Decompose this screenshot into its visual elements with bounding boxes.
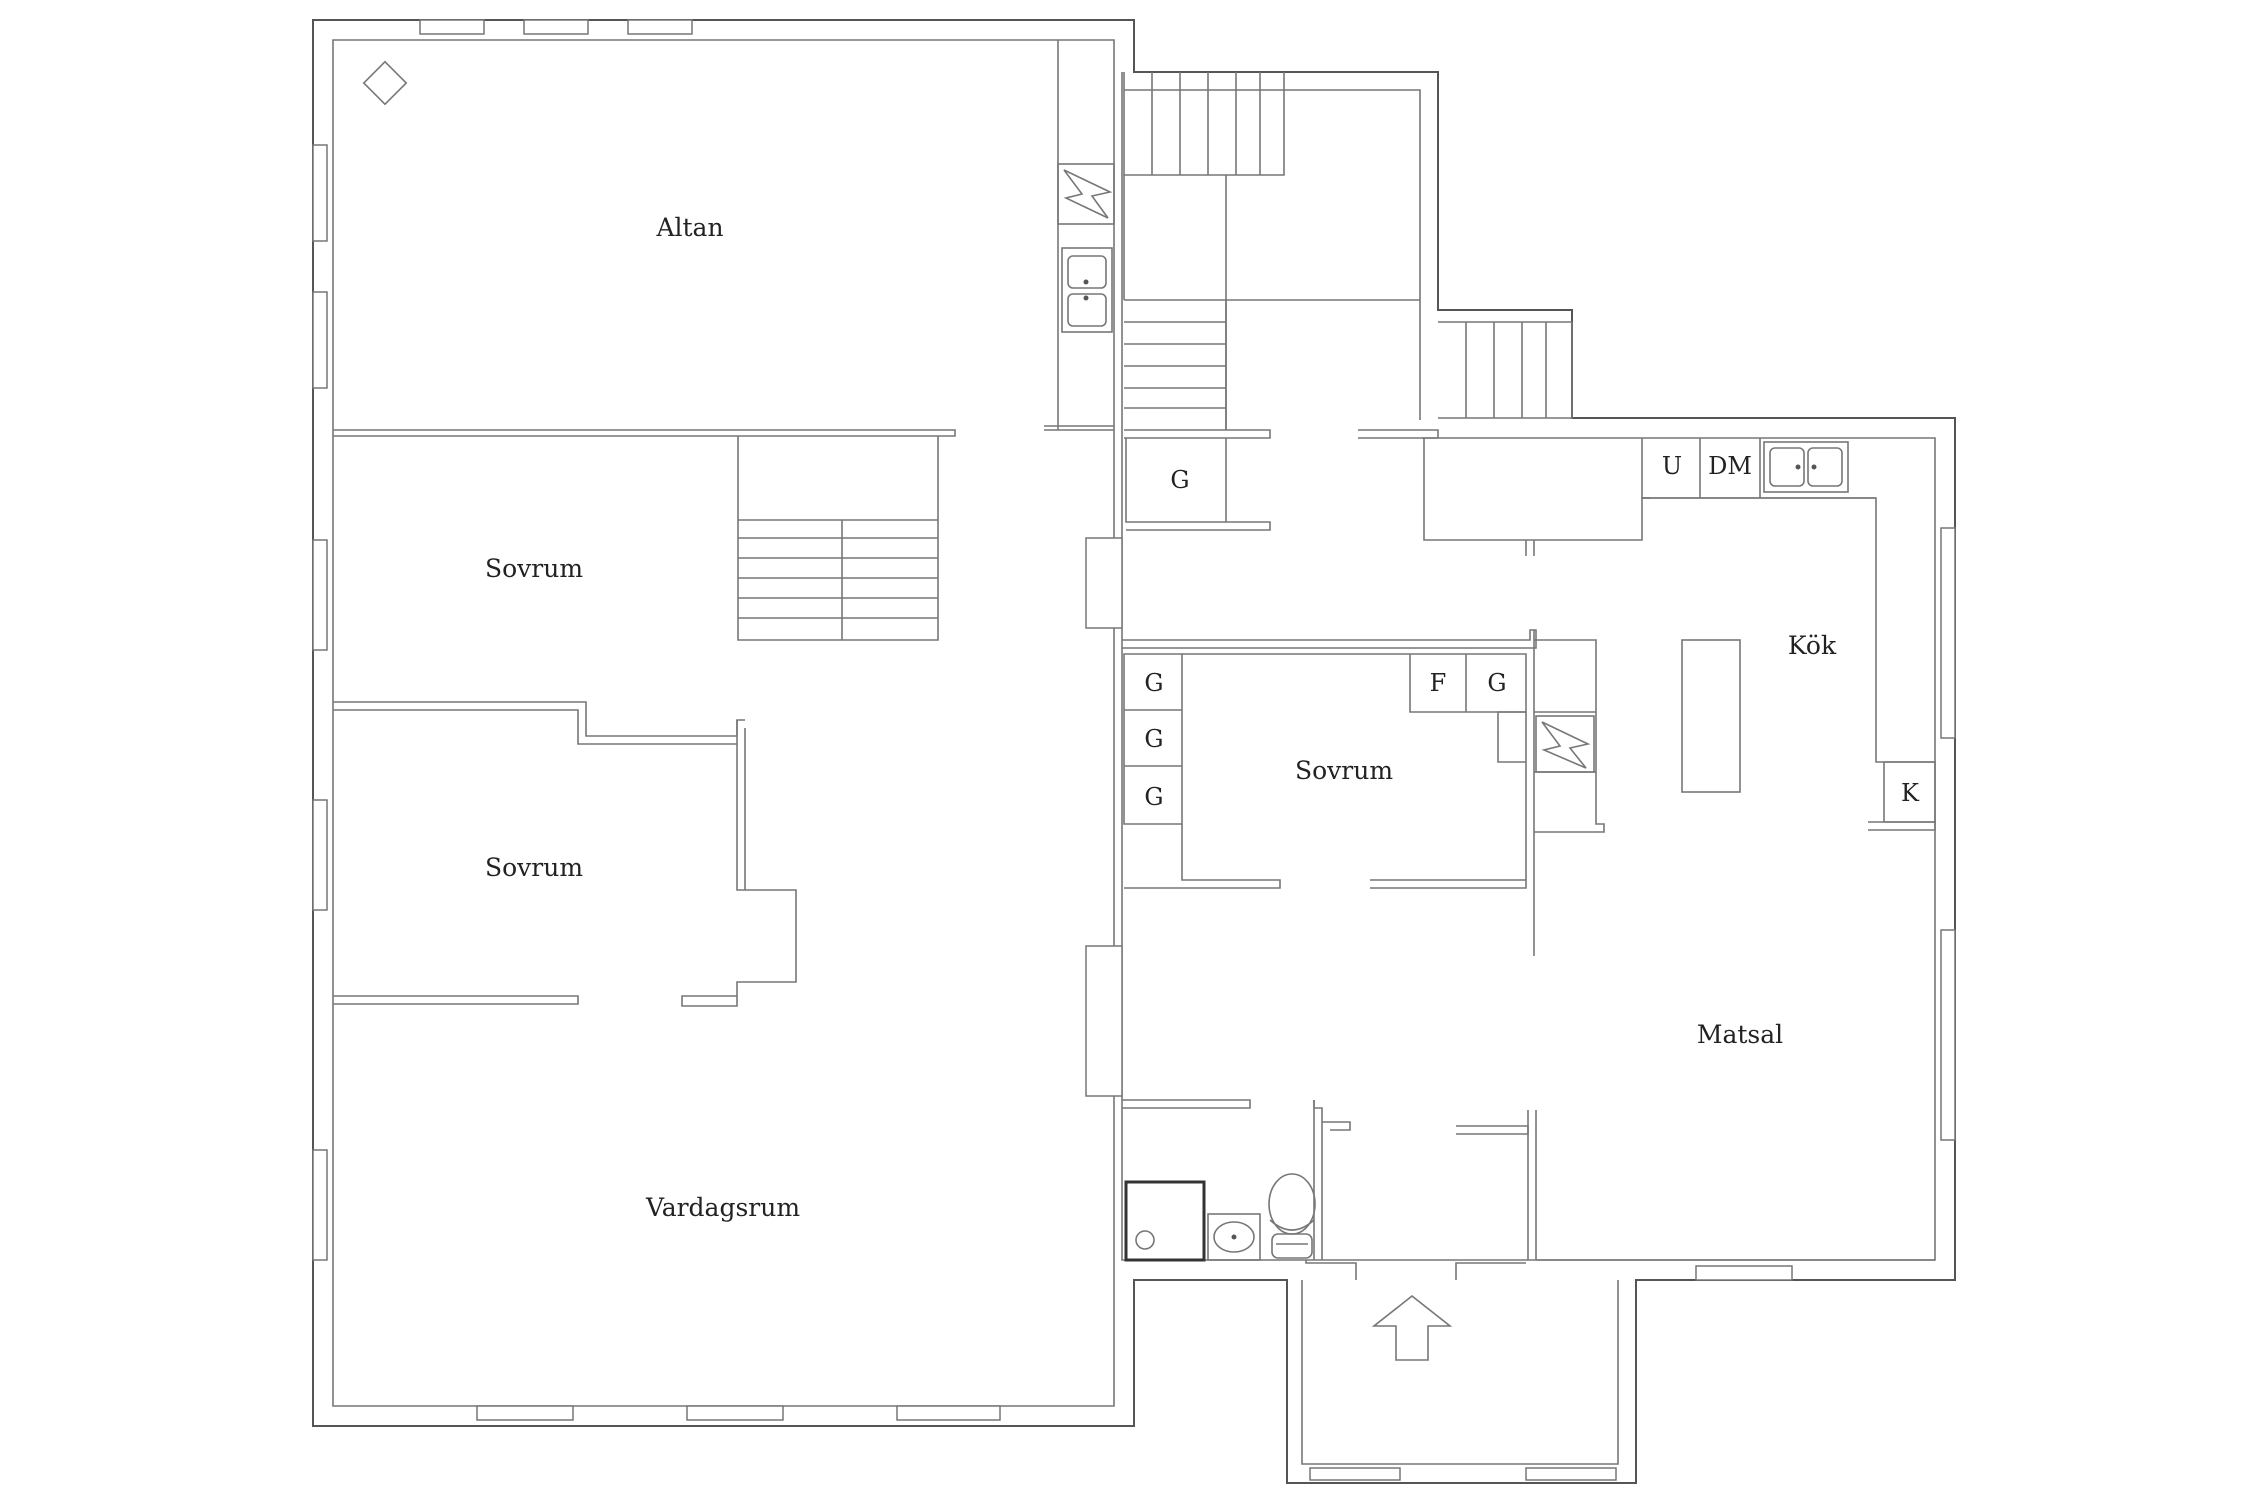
left-wing-walls xyxy=(312,19,1956,1484)
room-label-sovrum-2: Sovrum xyxy=(485,853,583,882)
closet-label: G xyxy=(1144,783,1163,811)
room-label-sovrum-1: Sovrum xyxy=(485,554,583,583)
stove-icon xyxy=(1535,715,1595,773)
closet-label: G xyxy=(1144,669,1163,697)
hall-walls xyxy=(1085,72,1650,1097)
sink-icon xyxy=(1763,441,1849,493)
stove-icon xyxy=(1057,163,1115,225)
entrance-arrow-icon xyxy=(1371,1294,1453,1361)
room-label-vardagsrum: Vardagsrum xyxy=(645,1193,800,1222)
oven-label: U xyxy=(1662,452,1682,480)
closet-label: G xyxy=(1170,466,1189,494)
kitchen-walls xyxy=(1641,438,1956,1141)
freezer-label: F xyxy=(1430,669,1447,697)
fridge-label: K xyxy=(1901,779,1920,807)
closet-label: G xyxy=(1487,669,1506,697)
dishwasher-label: DM xyxy=(1708,452,1752,480)
room-label-sovrum-3: Sovrum xyxy=(1295,756,1393,785)
room-label-altan: Altan xyxy=(655,213,723,242)
room-label-kok: Kök xyxy=(1788,631,1837,660)
fireplace-icon xyxy=(362,60,408,106)
room-label-matsal: Matsal xyxy=(1697,1020,1783,1049)
toilet-icon xyxy=(1268,1173,1316,1259)
shower-icon xyxy=(1124,1180,1206,1262)
closet-label: G xyxy=(1144,725,1163,753)
lower-walls xyxy=(1122,1099,1935,1481)
sovrum-3-walls xyxy=(1123,630,1605,956)
sink-icon xyxy=(1207,1213,1261,1261)
sink-icon xyxy=(1061,247,1113,333)
